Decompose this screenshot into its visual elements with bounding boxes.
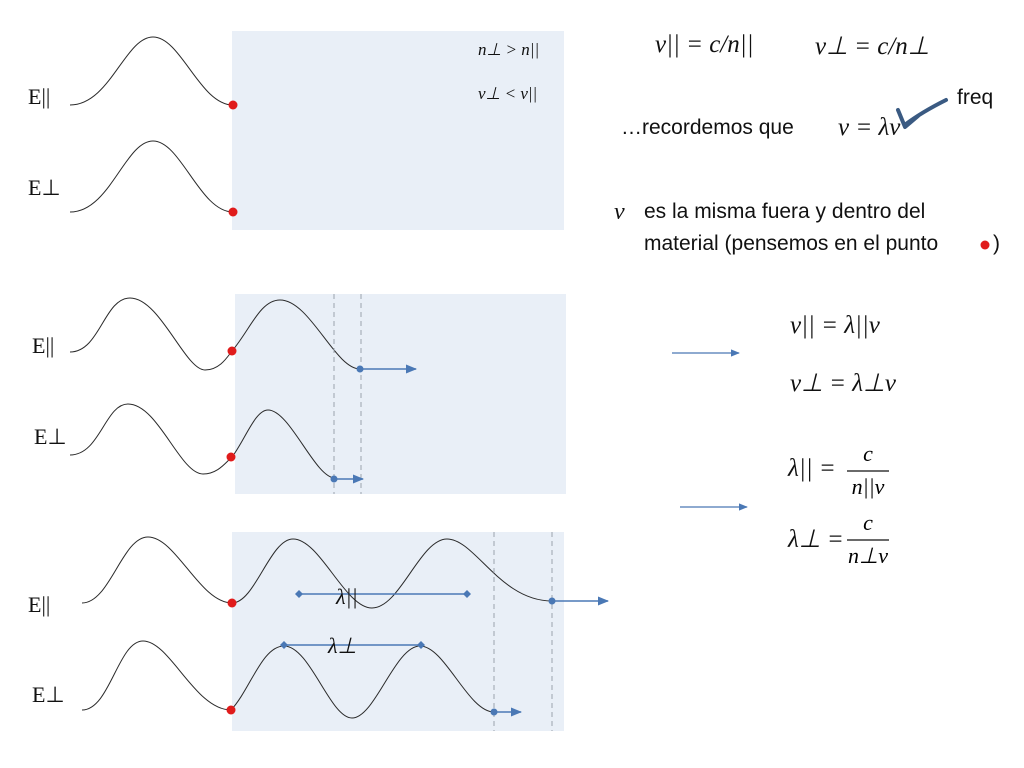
- eq-v-perp: v⊥ = c/n⊥: [815, 33, 930, 60]
- wave-e-perp-2-inside: [231, 409, 336, 479]
- eq-v-par: v|| = c/n||: [655, 31, 754, 58]
- eq-lambda-perp-lhs: λ⊥ =: [788, 526, 844, 553]
- material-panel-1: [232, 31, 564, 230]
- label-lambda-par: λ||: [336, 584, 358, 609]
- ineq-v: v⊥ < v||: [478, 84, 538, 103]
- frac-den-perp: n⊥ν: [848, 543, 888, 568]
- wave-e-par-1: [69, 36, 234, 106]
- dot-p2-perp: [226, 452, 236, 462]
- wave-e-par-3-inside: [231, 538, 553, 609]
- dot-p3-par: [227, 598, 237, 608]
- eq-v-lambda-nu: v = λν: [838, 114, 901, 141]
- label-lambda-perp: λ⊥: [328, 633, 357, 658]
- wave-e-par-3-outside: [81, 536, 233, 604]
- label-e-par-2: E||: [32, 333, 55, 358]
- wave-e-perp-2-outside: [69, 403, 233, 475]
- ineq-n: n⊥ > n||: [478, 40, 540, 59]
- text-nu-close: ): [993, 232, 1000, 255]
- text-recordemos: …recordemos que: [621, 116, 794, 139]
- wave-e-perp-3-inside: [230, 645, 495, 719]
- label-e-par-1: E||: [28, 84, 51, 109]
- dot-p2-par: [227, 346, 237, 356]
- label-e-perp-1: E⊥: [28, 175, 61, 200]
- dot-p1-perp: [228, 207, 238, 217]
- dot-p3-perp: [226, 705, 236, 715]
- material-panel-2: [235, 294, 566, 494]
- frac-den-par: n||ν: [851, 474, 885, 499]
- wave-e-perp-1: [69, 140, 234, 213]
- inline-red-dot: [980, 240, 990, 250]
- label-e-perp-2: E⊥: [34, 424, 67, 449]
- eq-v-par-lambda: v|| = λ||ν: [790, 312, 880, 339]
- frac-num-perp: c: [863, 510, 873, 535]
- wave-e-par-2-inside: [231, 299, 361, 370]
- label-e-par-3: E||: [28, 592, 51, 617]
- text-freq: freq: [957, 86, 994, 109]
- dot-p1-par: [228, 100, 238, 110]
- wave-e-par-2-outside: [69, 297, 233, 371]
- text-nu-line1: es la misma fuera y dentro del: [644, 200, 926, 223]
- eq-v-perp-lambda: v⊥ = λ⊥ν: [790, 370, 896, 397]
- wave-e-perp-3-outside: [81, 640, 232, 711]
- label-e-perp-3: E⊥: [32, 682, 65, 707]
- text-nu-line2: material (pensemos en el punto: [644, 232, 939, 255]
- frac-num-par: c: [863, 441, 873, 466]
- nu-symbol: ν: [614, 199, 625, 225]
- eq-lambda-par-lhs: λ|| =: [788, 455, 836, 482]
- material-panel-3: [232, 532, 564, 731]
